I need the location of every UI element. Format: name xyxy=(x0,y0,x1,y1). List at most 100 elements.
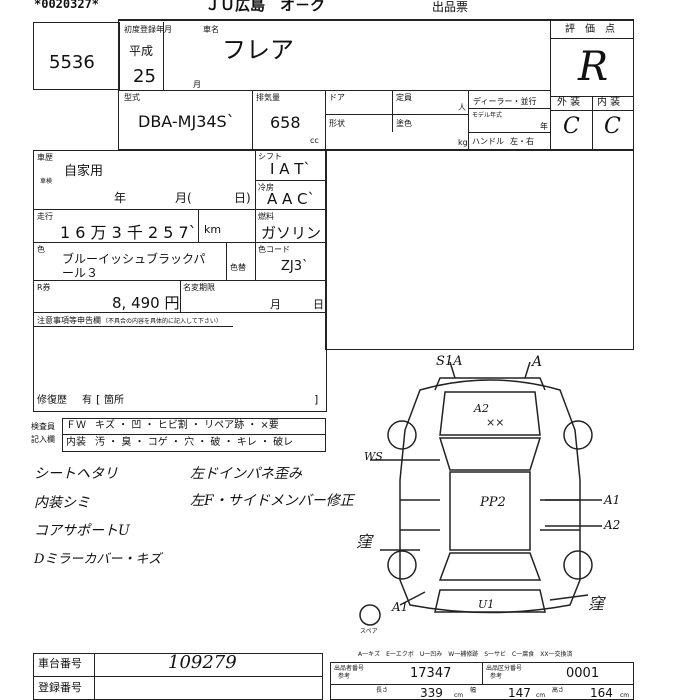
inspection-year: 年 xyxy=(114,191,127,205)
handwritten-note-right-1: 左ドインパネ歪み xyxy=(190,466,302,482)
lot-number-box xyxy=(33,22,120,90)
interior-score: C xyxy=(604,114,621,139)
repair-label: 修復歴 xyxy=(37,395,67,406)
venue-suffix: 出品票 xyxy=(432,0,469,14)
rating-label: 評 価 点 xyxy=(565,24,615,35)
dealer-rule xyxy=(468,108,550,109)
mark-rear-center: U1 xyxy=(478,598,495,611)
right-upper-box xyxy=(325,150,634,350)
inspection-label: 車検 xyxy=(40,178,53,185)
rating-rule xyxy=(550,38,634,39)
exhibitor-value: 0001 xyxy=(566,666,600,681)
first-reg-year: 25 xyxy=(133,66,156,87)
cert-ref: 参考 xyxy=(338,673,351,680)
repaint-label: 色替 xyxy=(230,263,246,272)
mileage-label: 走行 xyxy=(37,212,53,221)
recycle-label: R券 xyxy=(37,283,51,292)
mark-right-a2: A2 xyxy=(604,518,621,532)
width-unit: cm xyxy=(536,692,546,699)
deposit-label: 名変期限 xyxy=(183,283,215,292)
color-paint-label: 塗色 xyxy=(396,119,412,128)
handwritten-note-1: シートヘタリ xyxy=(34,466,118,482)
row-rule-5 xyxy=(33,312,327,313)
mark-rear-left: A1 xyxy=(392,600,409,614)
model-year-label: モデル年式 xyxy=(472,112,503,119)
color-code-label: 色コード xyxy=(258,245,290,254)
shift-value: I A T` xyxy=(270,160,311,178)
notes-rule xyxy=(33,326,233,327)
rating-divider xyxy=(550,20,551,150)
checklist-box xyxy=(62,418,326,452)
mark-rear-right: 窪 xyxy=(588,594,605,613)
recycle-value: 8, 490 円 xyxy=(112,294,180,312)
mark-front-left: S1A xyxy=(436,354,463,369)
mileage-value: 1 6 万 3 千 2 5 7` xyxy=(60,223,197,242)
checklist-row1-head: ＦＷ xyxy=(66,420,86,431)
cert-value: 17347 xyxy=(410,666,452,681)
first-reg-label: 初度登録年月 xyxy=(124,25,172,34)
shift-label: シフト xyxy=(258,152,282,161)
car-damage-diagram xyxy=(359,361,602,626)
cert-label: 出品者番号 xyxy=(334,665,365,672)
spare-label: スペア xyxy=(360,628,378,635)
handle-options: 左・右 xyxy=(510,137,534,146)
repair-value: 有 xyxy=(82,395,92,406)
first-reg-divider xyxy=(163,22,164,90)
repair-bracket-close: ] xyxy=(314,393,319,406)
length-value: 339 xyxy=(420,686,443,700)
displacement-value: 658 xyxy=(270,113,301,132)
mid-rule xyxy=(325,114,468,115)
width-label: 幅 xyxy=(470,687,477,694)
shift-rule xyxy=(255,180,327,181)
handwritten-note-right-2: 左F・サイドメンバー修正 xyxy=(190,493,354,509)
color-value-2: ール３ xyxy=(62,266,99,280)
seats-label: 定員 xyxy=(396,93,412,102)
chassis-rule xyxy=(33,676,323,677)
exterior-label: 外 装 xyxy=(557,97,581,108)
checklist-side-1: 検査員 xyxy=(31,422,55,431)
recycle-divider xyxy=(180,280,181,312)
exterior-score: C xyxy=(563,114,580,139)
aircon-label: 冷房 xyxy=(258,183,274,192)
model-year-unit: 年 xyxy=(540,122,548,131)
chassis-divider xyxy=(94,653,95,700)
damage-legend: A一キズ E一エクボ U一凹み W一補修跡 S一サビ C一腐食 XX一交換済 xyxy=(358,651,573,658)
dealer-label: ディーラー・並行 xyxy=(473,97,537,106)
first-reg-era: 平成 xyxy=(129,44,154,58)
mark-hood-x: ×× xyxy=(486,416,505,429)
chassis-value: 109279 xyxy=(168,652,237,673)
mark-ws: WS xyxy=(364,450,383,463)
model-divider xyxy=(252,90,253,150)
details-box xyxy=(33,150,327,412)
mark-roof: PP2 xyxy=(480,495,506,510)
mark-front-right: A xyxy=(532,354,543,370)
doors-label: ドア xyxy=(329,93,345,102)
handwritten-note-3: コアサポートU xyxy=(34,523,130,539)
height-unit: cm xyxy=(620,692,630,699)
model-label: 型式 xyxy=(124,93,140,102)
repair-bracket-open: [ xyxy=(96,393,101,406)
header-rule xyxy=(118,19,634,20)
inspection-month: 月( xyxy=(175,191,192,205)
length-unit: cm xyxy=(454,692,464,699)
repair-parts: 箇所 xyxy=(104,395,124,406)
displacement-label: 排気量 xyxy=(256,93,280,102)
usage-label: 車歴 xyxy=(37,153,53,162)
height-label: 高さ xyxy=(552,687,565,694)
checklist-row2-head: 内装 xyxy=(66,437,86,448)
lot-number: 5536 xyxy=(49,52,95,73)
cert-divider xyxy=(482,662,483,684)
checklist-side-2: 記入欄 xyxy=(31,435,55,444)
load-unit: kg xyxy=(458,138,468,147)
rating-split xyxy=(592,96,593,150)
checklist-row1: キズ ・ 凹 ・ ヒビ割 ・ リペア跡 ・ ×要 xyxy=(95,420,279,431)
car-name-label: 車名 xyxy=(203,25,219,34)
car-name: フレア xyxy=(222,36,294,64)
deposit-day: 日 xyxy=(313,298,324,311)
chassis-label: 車台番号 xyxy=(38,657,82,670)
cert-rule xyxy=(330,684,634,685)
mark-left-dent: 窪 xyxy=(356,532,373,551)
color-value-1: ブルーイッシュブラックパ xyxy=(62,252,206,266)
type-label: 形状 xyxy=(329,119,345,128)
deposit-month: 月 xyxy=(270,298,281,311)
